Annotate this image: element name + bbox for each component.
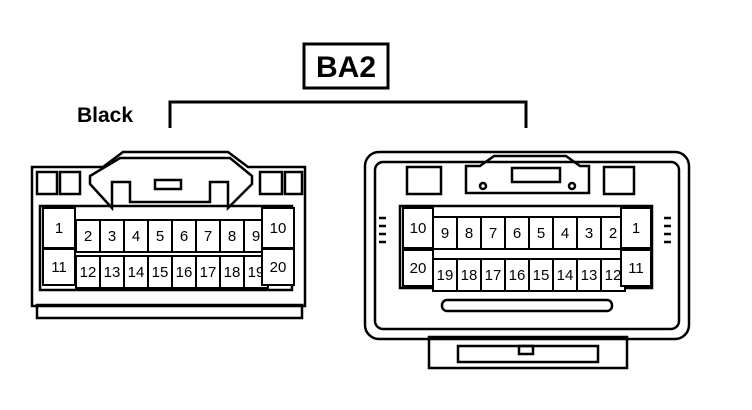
pin-cell: 15	[528, 258, 554, 292]
pin-number: 15	[533, 267, 550, 284]
pin-number: 5	[537, 225, 545, 242]
pin-number: 18	[224, 264, 241, 281]
wire-color-label: Black	[77, 104, 133, 127]
pin-number: 4	[561, 225, 569, 242]
pin-cell: 8	[456, 216, 482, 250]
pin-number: 7	[489, 225, 497, 242]
pin-number: 6	[180, 228, 188, 245]
pin-cell: 1	[620, 207, 652, 249]
pin-cell: 5	[147, 219, 173, 253]
pin-cell: 8	[219, 219, 245, 253]
pin-cell: 15	[147, 255, 173, 289]
pin-number: 13	[104, 264, 121, 281]
pin-number: 5	[156, 228, 164, 245]
pin-cell: 3	[576, 216, 602, 250]
pin-cell: 18	[456, 258, 482, 292]
pin-cell: 4	[123, 219, 149, 253]
title-box: BA2	[302, 42, 390, 90]
pin-cell: 6	[171, 219, 197, 253]
connector-code: BA2	[316, 51, 376, 84]
pin-number: 17	[200, 264, 217, 281]
pin-number: 9	[252, 228, 260, 245]
pin-number: 1	[55, 220, 63, 237]
pin-cell: 18	[219, 255, 245, 289]
pin-cell: 9	[432, 216, 458, 250]
pin-number: 2	[84, 228, 92, 245]
pin-cell: 10	[261, 207, 295, 249]
pin-cell: 1	[42, 207, 76, 249]
pin-cell: 13	[99, 255, 125, 289]
pin-number: 10	[410, 220, 427, 237]
pin-number: 4	[132, 228, 140, 245]
pin-cell: 6	[504, 216, 530, 250]
pin-cell: 17	[480, 258, 506, 292]
pin-number: 12	[605, 267, 622, 284]
pin-number: 19	[437, 267, 454, 284]
pin-number: 12	[80, 264, 97, 281]
pin-number: 16	[176, 264, 193, 281]
pin-cell: 16	[504, 258, 530, 292]
pin-cell: 7	[195, 219, 221, 253]
pin-number: 17	[485, 267, 502, 284]
pin-number: 18	[461, 267, 478, 284]
pin-number: 19	[248, 264, 265, 281]
pin-number: 6	[513, 225, 521, 242]
pin-cell: 19	[432, 258, 458, 292]
pin-number: 16	[509, 267, 526, 284]
pin-number: 14	[128, 264, 145, 281]
pin-cell: 20	[402, 249, 434, 287]
pin-number: 8	[465, 225, 473, 242]
pin-number: 20	[410, 260, 427, 277]
pin-cell: 11	[620, 249, 652, 287]
pin-cell: 7	[480, 216, 506, 250]
pin-cell: 14	[552, 258, 578, 292]
pin-cell: 13	[576, 258, 602, 292]
pin-cell: 5	[528, 216, 554, 250]
pin-number: 15	[152, 264, 169, 281]
pin-layer: 1112123134145156167178189191020102091981…	[42, 207, 652, 292]
pin-cell: 12	[75, 255, 101, 289]
pin-cell: 10	[402, 207, 434, 249]
pin-number: 10	[270, 220, 287, 237]
pin-number: 1	[632, 220, 640, 237]
pin-cell: 11	[42, 248, 76, 286]
pin-number: 2	[609, 225, 617, 242]
pin-number: 11	[51, 259, 67, 276]
pin-cell: 20	[261, 248, 295, 286]
pin-number: 20	[270, 259, 287, 276]
pin-cell: 17	[195, 255, 221, 289]
pin-cell: 2	[75, 219, 101, 253]
pin-number: 11	[628, 260, 644, 277]
pin-number: 3	[108, 228, 116, 245]
left-connector	[30, 150, 307, 320]
pin-cell: 14	[123, 255, 149, 289]
pin-number: 13	[581, 267, 598, 284]
pin-number: 7	[204, 228, 212, 245]
pin-number: 3	[585, 225, 593, 242]
connector-bracket	[168, 100, 528, 128]
pin-cell: 3	[99, 219, 125, 253]
pin-number: 8	[228, 228, 236, 245]
pin-number: 9	[441, 225, 449, 242]
pin-cell: 16	[171, 255, 197, 289]
pin-cell: 4	[552, 216, 578, 250]
pin-number: 14	[557, 267, 574, 284]
